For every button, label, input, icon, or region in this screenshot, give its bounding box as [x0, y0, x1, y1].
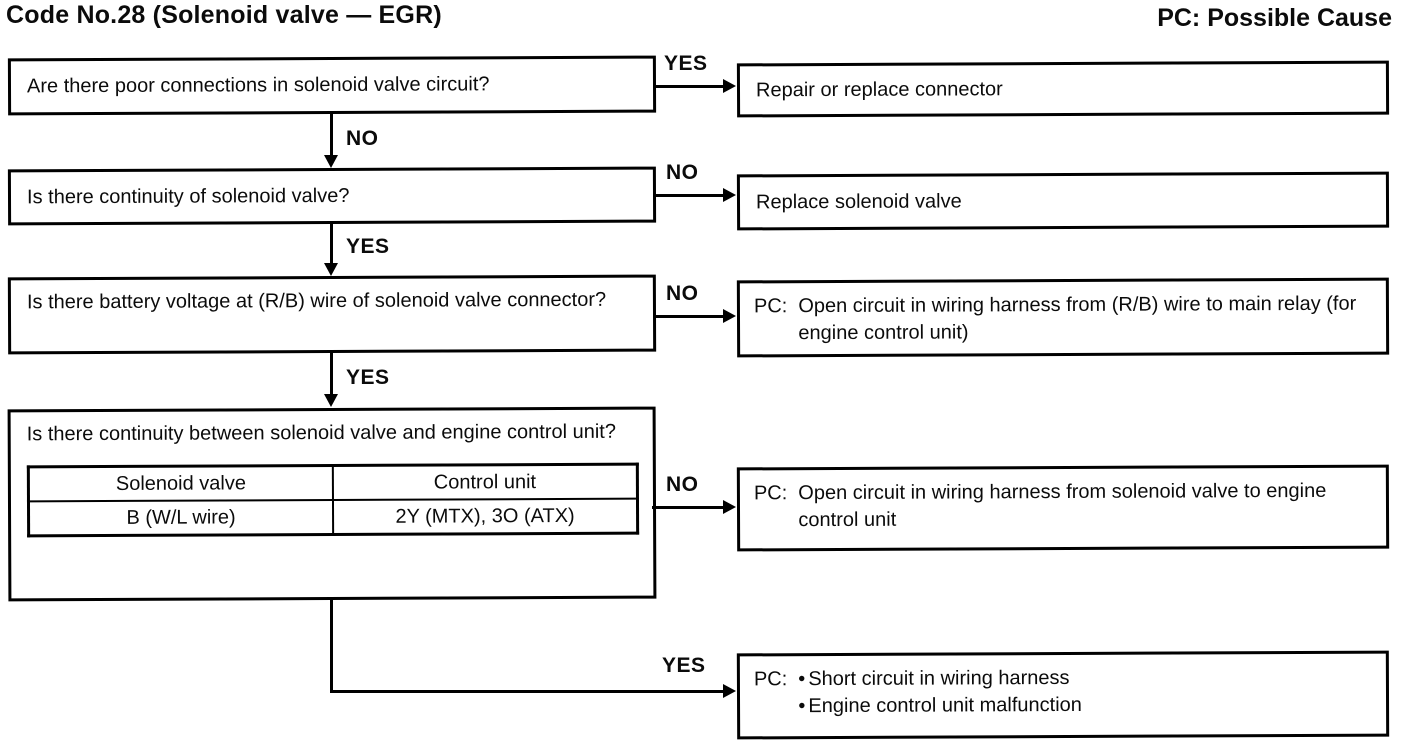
pin-table-header-control-unit: Control unit [332, 464, 638, 500]
connector-q2-r2 [654, 194, 724, 197]
arrow-down-icon [324, 155, 338, 168]
pin-table-header-solenoid-valve: Solenoid valve [28, 465, 333, 502]
result-text: Short circuit in wiring harness [808, 666, 1070, 691]
edge-label-q1-no: NO [346, 127, 379, 150]
result-box-replace-solenoid-valve: Replace solenoid valve [736, 171, 1390, 231]
pin-table-header-row: Solenoid valve Control unit [28, 464, 638, 502]
edge-label-q3-yes: YES [346, 366, 390, 389]
question-text: Is there continuity between solenoid val… [26, 420, 617, 446]
result-text: Engine control unit malfunction [808, 693, 1082, 718]
result-box-short-circuit-or-ecu-malfunction: PC: • Short circuit in wiring harness • … [736, 650, 1390, 740]
arrow-right-icon [723, 309, 736, 323]
legend-pc-possible-cause: PC: Possible Cause [1157, 4, 1392, 32]
pin-table-cell-solenoid: B (W/L wire) [28, 499, 334, 536]
connector-q3-r3 [654, 315, 724, 318]
question-box-1: Are there poor connections in solenoid v… [7, 55, 657, 116]
connector-q2-q3 [330, 224, 333, 265]
edge-label-q2-yes: YES [346, 235, 390, 258]
page-title: Code No.28 (Solenoid valve — EGR) [6, 1, 442, 29]
connector-q4-r4 [652, 506, 724, 509]
pc-prefix: PC: [753, 295, 788, 318]
arrow-down-icon [324, 394, 338, 407]
arrow-right-icon [723, 684, 736, 698]
edge-label-q2-no: NO [666, 161, 699, 184]
arrow-right-icon [723, 500, 736, 514]
connector-q1-q2 [330, 113, 333, 157]
question-text: Is there continuity of solenoid valve? [26, 184, 350, 208]
connector-q4-r5-horizontal [330, 690, 724, 693]
connector-q4-r5-vertical [330, 600, 333, 693]
arrow-right-icon [723, 188, 736, 202]
arrow-down-icon [324, 263, 338, 276]
pin-table-cell-control: 2Y (MTX), 3O (ATX) [332, 498, 638, 535]
question-box-3: Is there battery voltage at (R/B) wire o… [7, 274, 657, 355]
edge-label-q1-yes: YES [664, 52, 708, 75]
question-box-2: Is there continuity of solenoid valve? [7, 166, 657, 226]
question-text: Is there battery voltage at (R/B) wire o… [26, 288, 607, 314]
bullet-icon: • [798, 695, 806, 718]
edge-label-q4-yes: YES [662, 654, 706, 677]
result-bullet-line: • Short circuit in wiring harness [798, 664, 1376, 694]
result-text: Open circuit in wiring harness from (R/B… [798, 292, 1357, 345]
pin-table: Solenoid valve Control unit B (W/L wire)… [26, 462, 640, 538]
arrow-right-icon [723, 79, 736, 93]
result-text: Repair or replace connector [755, 77, 1003, 101]
question-box-4: Is there continuity between solenoid val… [7, 406, 657, 602]
connector-q1-r1 [654, 85, 724, 88]
pc-prefix: PC: [753, 668, 788, 691]
result-bullet-line: • Engine control unit malfunction [798, 691, 1376, 721]
pin-table-data-row: B (W/L wire) 2Y (MTX), 3O (ATX) [28, 498, 638, 536]
connector-q3-q4 [330, 353, 333, 396]
edge-label-q4-no: NO [666, 473, 699, 496]
pc-prefix: PC: [753, 482, 788, 505]
bullet-icon: • [798, 668, 806, 691]
result-box-repair-connector: Repair or replace connector [736, 60, 1390, 118]
result-box-open-circuit-solenoid-to-ecu: PC: Open circuit in wiring harness from … [736, 464, 1390, 552]
edge-label-q3-no: NO [666, 282, 699, 305]
result-box-open-circuit-rb-wire: PC: Open circuit in wiring harness from … [736, 277, 1390, 358]
result-text: Replace solenoid valve [755, 189, 962, 213]
result-text: Open circuit in wiring harness from sole… [798, 479, 1327, 532]
question-text: Are there poor connections in solenoid v… [26, 73, 490, 98]
